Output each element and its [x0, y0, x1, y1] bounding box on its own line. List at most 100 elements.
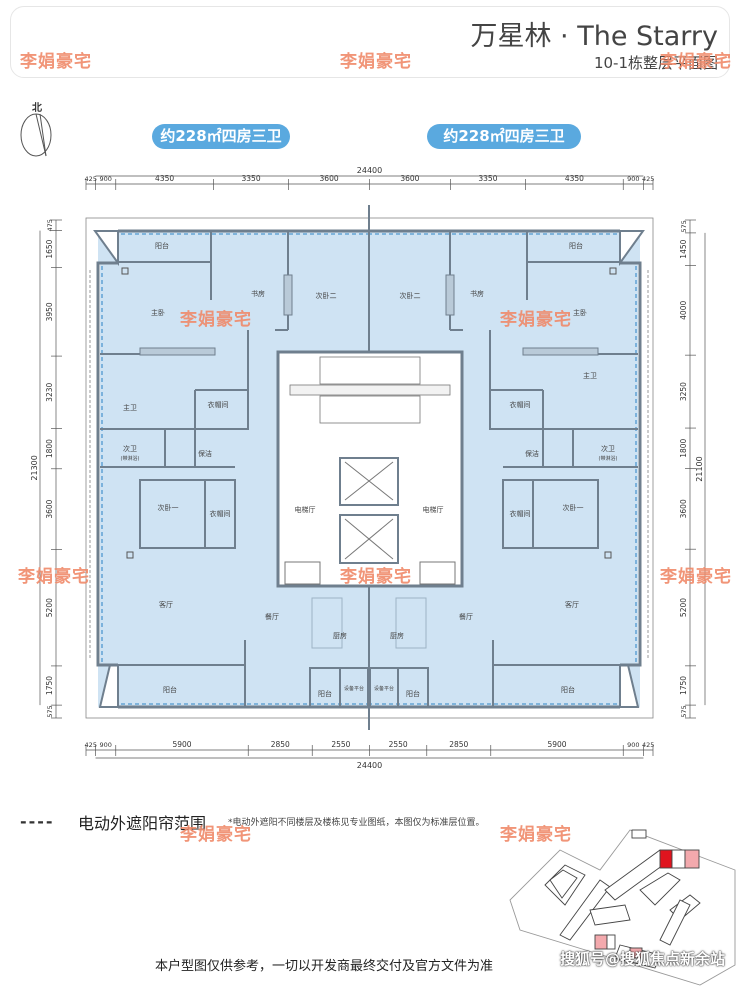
dimension-label: 3600 [320, 174, 339, 183]
site-key-plan [509, 829, 736, 986]
dimension-right: 575 1450 4000 3250 1800 3600 5200 1750 575 21100 [679, 219, 706, 719]
watermark: 李娟豪宅 [180, 310, 252, 330]
legend-note: *电动外遮阳不同楼层及楼栋见专业图纸，本图仅为标准层位置。 [228, 818, 485, 828]
elevator-icon [339, 514, 399, 564]
watermark: 李娟豪宅 [340, 52, 412, 72]
dimension-label: 5900 [172, 740, 191, 749]
dimension-label: 4350 [155, 174, 174, 183]
dimension-label: 900 [627, 741, 639, 749]
watermark: 李娟豪宅 [500, 310, 572, 330]
dimension-total-label: 21300 [30, 455, 39, 480]
dimension-label: 4000 [679, 301, 688, 320]
dimension-label: 2850 [449, 740, 468, 749]
room-label: 保洁 [198, 449, 212, 458]
room-label: 客厅 [159, 600, 173, 609]
highlighted-building [659, 849, 673, 869]
dimension-label: 1800 [45, 439, 54, 458]
room-label: 阳台 [561, 685, 575, 694]
room-label: 阳台 [163, 685, 177, 694]
source-credit: 搜狐号@搜狐焦点新余站 [560, 950, 726, 968]
unit-badge-right: 约228㎡四房三卫 [427, 124, 581, 149]
dimension-label: 3250 [679, 382, 688, 401]
unit-badge-left: 约228㎡四房三卫 [152, 124, 290, 149]
dimension-label: 3350 [242, 174, 261, 183]
dimension-label: 425 [642, 175, 654, 183]
dimension-label: 2550 [389, 740, 408, 749]
room-label: 次卧二 [316, 291, 337, 300]
room-label: 厨房 [333, 631, 347, 640]
disclaimer: 本户型图仅供参考，一切以开发商最终交付及官方文件为准 [155, 959, 494, 974]
elevator-icon [339, 457, 399, 506]
dimension-label: 3600 [400, 174, 419, 183]
legend-label: 电动外遮阳帘范围 [78, 814, 207, 833]
dimension-label: 475 [46, 219, 54, 231]
watermark: 李娟豪宅 [340, 567, 412, 587]
room-label: 次卧二 [400, 291, 421, 300]
room-label: 设备平台 [344, 685, 364, 692]
dimension-label: 425 [85, 741, 97, 749]
dimension-label: 425 [642, 741, 654, 749]
room-label: 阳台 [406, 689, 420, 698]
room-label: 衣帽间 [510, 400, 531, 409]
watermark: 李娟豪宅 [500, 825, 572, 845]
dimension-label: 1800 [679, 438, 688, 457]
room-label: 次卧一 [563, 503, 584, 512]
room-label: 主卫 [123, 403, 137, 412]
room-label: 主卧 [573, 308, 587, 317]
room-label: 书房 [470, 289, 484, 298]
room-label: 电梯厅 [295, 505, 316, 514]
dimension-label: 3350 [478, 174, 497, 183]
room-label: 电梯厅 [423, 505, 444, 514]
room-label: 设备平台 [374, 685, 394, 692]
room-label: 客厅 [565, 600, 579, 609]
room-label: 次卫 [123, 444, 137, 453]
dimension-total-label: 24400 [357, 761, 382, 770]
dimension-label: 900 [99, 175, 111, 183]
dimension-label: 3600 [679, 499, 688, 518]
dimension-label: 5900 [547, 740, 566, 749]
room-label: 衣帽间 [208, 400, 229, 409]
dimension-label: 575 [46, 705, 54, 717]
compass-label: 北 [32, 101, 42, 114]
room-label: 厨房 [390, 631, 404, 640]
dimension-label: 900 [627, 175, 639, 183]
watermark: 李娟豪宅 [18, 567, 90, 587]
room-label: 保洁 [525, 449, 539, 458]
room-label: 主卫 [583, 371, 597, 380]
dimension-label: 1750 [679, 676, 688, 695]
dimension-label: 3230 [45, 383, 54, 402]
room-label: 次卫 [601, 444, 615, 453]
dimension-label: 5200 [45, 598, 54, 617]
dimension-label: 575 [680, 220, 688, 232]
watermark: 李娟豪宅 [660, 567, 732, 587]
dimension-label: 900 [99, 741, 111, 749]
room-label: 餐厅 [265, 612, 279, 621]
room-label: 阳台 [569, 241, 583, 250]
room-label: 阳台 [155, 241, 169, 250]
north-compass-icon: 北 [20, 101, 52, 157]
dimension-label: 425 [85, 175, 97, 183]
legend-dash-icon: ---- [20, 812, 55, 831]
dimension-label: 3950 [45, 302, 54, 321]
dimension-label: 5200 [679, 598, 688, 617]
room-label: 衣帽间 [510, 509, 531, 518]
room-label-note: (带淋浴) [599, 455, 618, 462]
dimension-label: 1650 [45, 239, 54, 258]
page-subtitle: 10-1栋整层平面图 [593, 54, 718, 72]
dimension-label: 1750 [45, 676, 54, 695]
dimension-total-label: 24400 [357, 166, 382, 175]
room-label-note: (带淋浴) [121, 455, 140, 462]
dimension-label: 1450 [679, 239, 688, 258]
core-stair-elevator [276, 350, 464, 588]
header-box [10, 6, 730, 78]
dimension-label: 575 [680, 705, 688, 717]
page-title: 万星林 · The Starry [470, 21, 718, 52]
dimension-label: 4350 [565, 174, 584, 183]
dimension-label: 3600 [45, 499, 54, 518]
dimension-total-label: 21100 [695, 456, 704, 481]
stairs [289, 356, 451, 424]
room-label: 主卧 [151, 308, 165, 317]
